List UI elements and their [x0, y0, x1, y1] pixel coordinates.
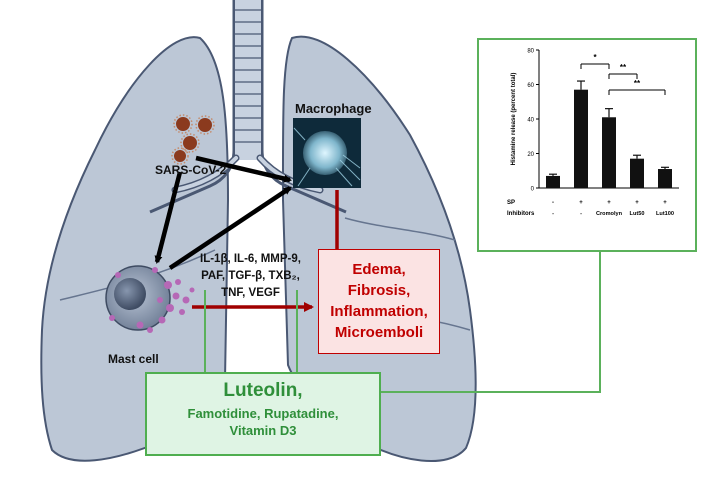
significance-label: ** [634, 79, 641, 88]
sars-cov-2-label: SARS-CoV-2 [155, 163, 227, 177]
macrophage-image [293, 118, 361, 188]
bar [630, 158, 644, 188]
inhibitor-cell: Lut50 [630, 211, 645, 217]
bar [658, 169, 672, 188]
luteolin-connectors [204, 248, 601, 393]
cytokine-list: IL-1β, IL-6, MMP-9, PAF, TGF-β, TXB₂, TN… [200, 251, 301, 302]
luteolin-line2: Famotidine, Rupatadine, [187, 406, 339, 421]
y-tick-label: 0 [531, 187, 535, 193]
bar [602, 117, 616, 188]
sp-cell: + [579, 200, 583, 206]
row-label-inhibitors: Inhibitors [507, 211, 535, 217]
row-label-sp: SP [507, 200, 515, 206]
y-tick-label: 60 [527, 83, 534, 89]
mast-cell-label: Mast cell [108, 352, 159, 366]
trachea [149, 0, 347, 214]
mast-cell-image [105, 265, 195, 333]
y-tick-label: 20 [527, 152, 534, 158]
cytokine-line: PAF, TGF-β, TXB₂, [201, 270, 300, 282]
macrophage-label: Macrophage [295, 101, 372, 116]
y-axis-label: Histamine release (percent total) [511, 73, 517, 166]
luteolin-box: Luteolin, Famotidine, Rupatadine, Vitami… [145, 372, 381, 456]
luteolin-title: Luteolin, [223, 380, 303, 401]
inhibitor-cell: - [552, 211, 554, 217]
sp-cell: + [635, 200, 639, 206]
bar [546, 175, 560, 188]
significance-label: ** [620, 63, 627, 72]
sp-cell: + [663, 200, 667, 206]
effect-inflammation: Inflammation, [330, 303, 428, 320]
effect-edema: Edema, [352, 261, 406, 278]
inhibitor-cell: - [580, 211, 582, 217]
effect-fibrosis: Fibrosis, [347, 282, 411, 299]
inhibitor-cell: Cromolyn [596, 211, 623, 217]
effects-box: Edema, Fibrosis, Inflammation, Microembo… [318, 249, 440, 354]
effect-microemboli: Microemboli [334, 324, 424, 341]
pathway-arrows [154, 155, 292, 270]
cytokine-line: IL-1β, IL-6, MMP-9, [200, 253, 301, 265]
sp-cell: - [552, 200, 554, 206]
y-tick-label: 80 [527, 49, 534, 55]
bar [574, 89, 588, 188]
luteolin-line3: Vitamin D3 [229, 423, 297, 438]
sp-cell: + [607, 200, 611, 206]
significance-label: * [593, 53, 597, 62]
y-tick-label: 40 [527, 118, 534, 124]
inhibitor-cell: Lut100 [656, 211, 674, 217]
virus-particles [171, 114, 215, 165]
cytokine-line: TNF, VEGF [221, 287, 280, 299]
